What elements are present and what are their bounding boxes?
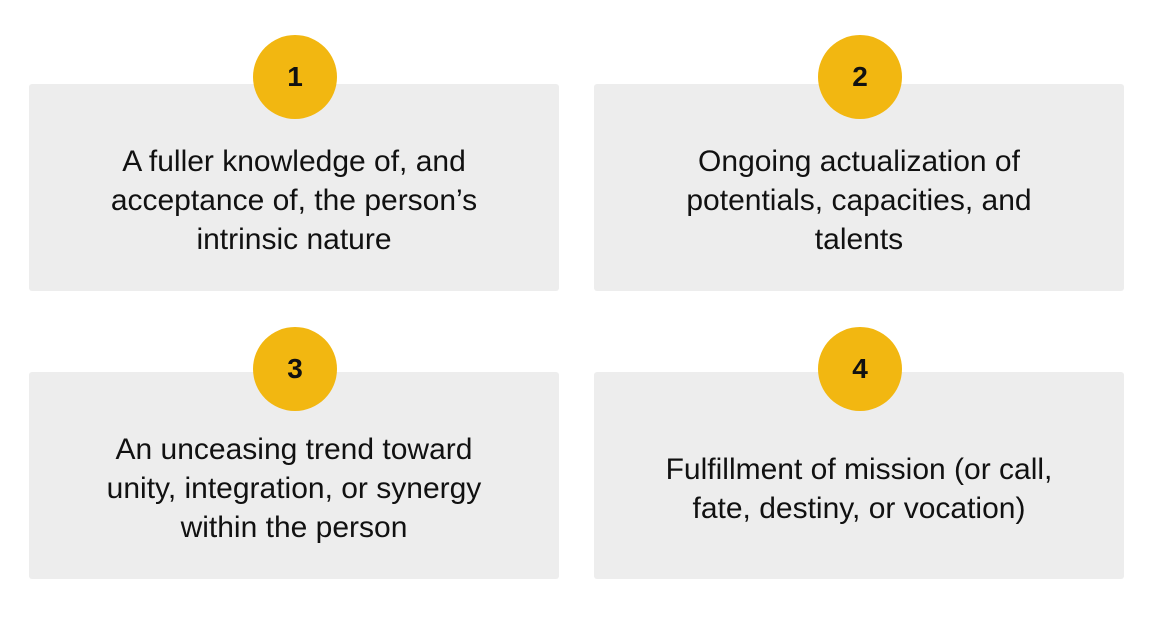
number-badge-4: 4 xyxy=(818,327,902,411)
badge-number: 3 xyxy=(287,353,303,384)
badge-number: 2 xyxy=(852,61,868,92)
card-text: A fuller knowledge of, and acceptance of… xyxy=(110,145,478,256)
card-text: Fulfillment of mission (or call, fate, d… xyxy=(665,452,1053,525)
card-text: Ongoing actualization of potentials, cap… xyxy=(686,145,1032,256)
badge-number: 1 xyxy=(287,61,303,92)
number-badge-2: 2 xyxy=(818,35,902,119)
badge-number: 4 xyxy=(852,353,868,384)
number-badge-1: 1 xyxy=(253,35,337,119)
number-badge-3: 3 xyxy=(253,327,337,411)
card-2: Ongoing actualization of potentials, cap… xyxy=(594,84,1124,291)
card-text: An unceasing trend toward unity, integra… xyxy=(106,433,482,544)
